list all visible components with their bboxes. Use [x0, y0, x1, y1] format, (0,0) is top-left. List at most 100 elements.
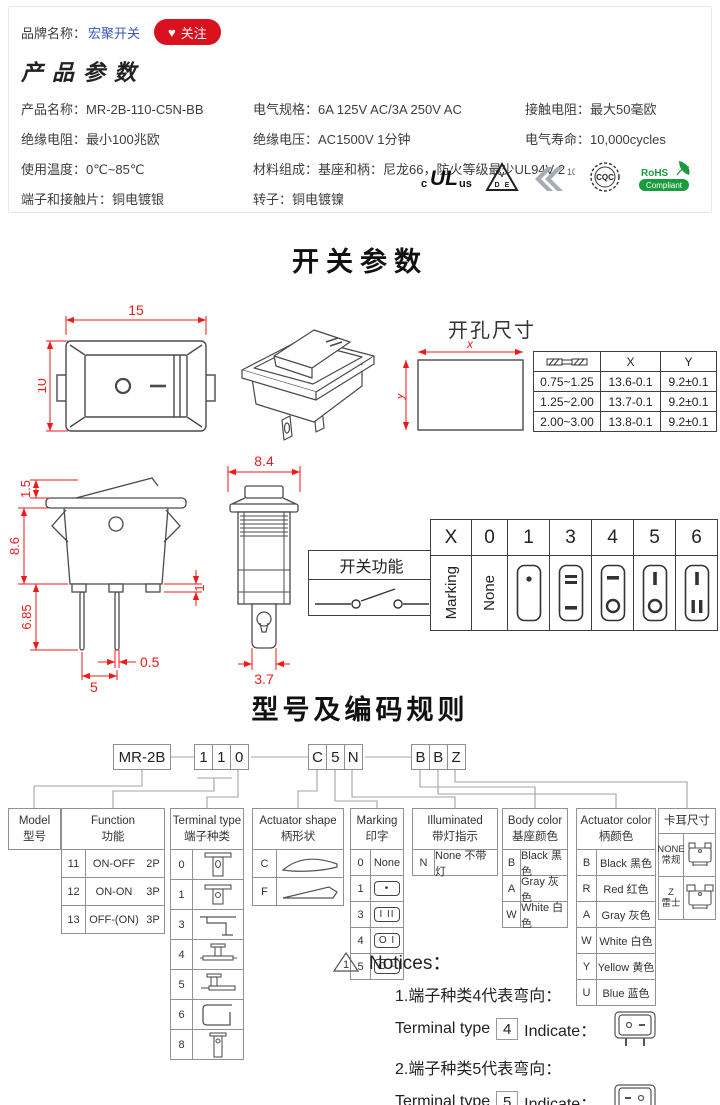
- brand-row: 品牌名称：宏聚开关 ♥ 关注: [21, 19, 221, 45]
- follow-button[interactable]: ♥ 关注: [154, 19, 221, 45]
- param-terminal-plating: 端子和接触片：铜电镀银: [21, 191, 165, 207]
- x-header-cell: 3: [549, 520, 591, 556]
- dim-height-label: 10: [38, 378, 49, 394]
- function-row: 13 OFF-(ON) 3P: [62, 906, 164, 934]
- body-color-row: W White 白色: [503, 902, 567, 930]
- heart-icon: ♥: [168, 24, 176, 40]
- svg-text:UL: UL: [430, 167, 458, 190]
- svg-text:1: 1: [192, 584, 207, 591]
- terminal-4-direction-icon: [614, 1011, 656, 1046]
- x-header-cell: 4: [591, 520, 633, 556]
- terminal-row: 8: [171, 1030, 243, 1060]
- code-connector-lines: [33, 756, 688, 810]
- marking-none-cell: None: [471, 556, 507, 630]
- enec-10-icon: 10: [535, 167, 575, 191]
- svg-text:V: V: [500, 172, 505, 179]
- follow-label: 关注: [180, 25, 207, 41]
- ear-z-drawing: [684, 877, 715, 919]
- product-params-grid: 产品名称：MR-2B-110-C5N-BB 电气规格：6A 125V AC/3A…: [21, 93, 699, 213]
- actuator-shape-row: F: [253, 878, 343, 906]
- param-insulation-voltage: 绝缘电压：AC1500V 1分钟: [253, 131, 411, 147]
- param-contact-resistance: 接触电阻：最大50毫欧: [525, 101, 657, 117]
- hole-table-header: X Y: [534, 352, 716, 371]
- hole-size-title: 开孔尺寸: [448, 318, 536, 342]
- hole-col-x: X: [600, 352, 660, 371]
- terminal-row: 4: [171, 940, 243, 971]
- x-header-cell: 5: [633, 520, 675, 556]
- panel-thickness-icon: [534, 352, 600, 371]
- x-header-cell: 6: [675, 520, 717, 556]
- function-row: 11 ON-OFF 2P: [62, 850, 164, 879]
- terminal-type-8-drawing: [193, 1030, 243, 1059]
- terminal-code-chip-5: 5: [496, 1091, 519, 1105]
- switch-params-heading: 开关参数: [292, 247, 428, 277]
- terminal-row: 1: [171, 880, 243, 911]
- marking-symbol-dot: [507, 556, 549, 630]
- hole-size-table: X Y 0.75~1.25 13.6-0.1 9.2±0.1 1.25~2.00…: [533, 351, 717, 432]
- terminal-type-6-drawing: [193, 1000, 243, 1029]
- x-header-cell: 1: [507, 520, 549, 556]
- vde-icon: V D E: [485, 161, 519, 191]
- svg-text:5: 5: [90, 679, 98, 695]
- x-header-cell: 0: [471, 520, 507, 556]
- terminal-type-0-drawing: [193, 850, 243, 879]
- hole-table-row: 0.75~1.25 13.6-0.1 9.2±0.1: [534, 371, 716, 391]
- notice-indicate-2: Terminal type 5 Indicate：: [395, 1083, 715, 1105]
- brand-label: 品牌名称：: [21, 25, 87, 41]
- ear-none-drawing: [684, 834, 715, 876]
- switch-circuit-symbol: [315, 588, 429, 609]
- terminal-code-chip-4: 4: [496, 1018, 519, 1040]
- param-electrical-life: 电气寿命：10,000cycles: [525, 131, 666, 147]
- hole-size-drawing: x y: [398, 337, 524, 431]
- marking-symbol-dblbar-bar: [549, 556, 591, 630]
- side-view-drawing: 1.5 8.6 6.85 1 0.5 5: [7, 477, 207, 695]
- rohs-icon: RoHS Compliant: [639, 161, 690, 191]
- body-color-row: B Black 黑色: [503, 850, 567, 878]
- param-operating-temp: 使用温度：0℃~85℃: [21, 161, 145, 177]
- notices-title-row: 1 Notices：: [333, 948, 715, 975]
- marking-row: 5 O -: [351, 954, 403, 980]
- terminal-type-3-drawing: [193, 910, 243, 939]
- svg-text:10: 10: [567, 167, 575, 177]
- svg-text:CQC: CQC: [596, 173, 614, 182]
- marking-row: 4 O I: [351, 928, 403, 955]
- svg-text:E: E: [505, 182, 510, 189]
- marking-row: 0 None: [351, 850, 403, 877]
- svg-text:6.85: 6.85: [19, 604, 34, 629]
- param-electrical-rating: 电气规格：6A 125V AC/3A 250V AC: [253, 101, 462, 117]
- svg-text:us: us: [459, 178, 472, 190]
- actuator-color-row: Y Yellow 黄色: [577, 954, 655, 981]
- svg-text:0.5: 0.5: [140, 654, 160, 670]
- marking-row-label: Marking: [442, 566, 460, 620]
- product-params-card: 品牌名称：宏聚开关 ♥ 关注 产品参数 产品名称：MR-2B-110-C5N-B…: [8, 6, 712, 213]
- brand-name-link[interactable]: 宏聚开关: [88, 25, 141, 41]
- actuator-shape-f-drawing: [277, 878, 343, 905]
- terminal-row: 5: [171, 970, 243, 1001]
- notice-item-1: 1.端子种类4代表弯向：: [395, 988, 562, 1005]
- svg-text:8.6: 8.6: [7, 537, 22, 555]
- actuator-color-row: U Blue 蓝色: [577, 980, 655, 1006]
- x-header-cell: X: [431, 520, 471, 556]
- svg-text:3.7: 3.7: [254, 671, 274, 687]
- marking-row: 3 I II: [351, 902, 403, 929]
- terminal-row: 0: [171, 850, 243, 881]
- svg-text:1: 1: [343, 959, 349, 971]
- param-product-name: 产品名称：MR-2B-110-C5N-BB: [21, 101, 204, 117]
- param-insulation-resistance: 绝缘电阻：最小100兆欧: [21, 131, 160, 147]
- code-model-box: MR-2B: [113, 744, 171, 770]
- notice-indicate-1: Terminal type 4 Indicate：: [395, 1010, 715, 1048]
- front-view-drawing: 15 10: [38, 305, 216, 432]
- hole-col-y: Y: [660, 352, 716, 371]
- terminal-type-5-drawing: [193, 970, 243, 999]
